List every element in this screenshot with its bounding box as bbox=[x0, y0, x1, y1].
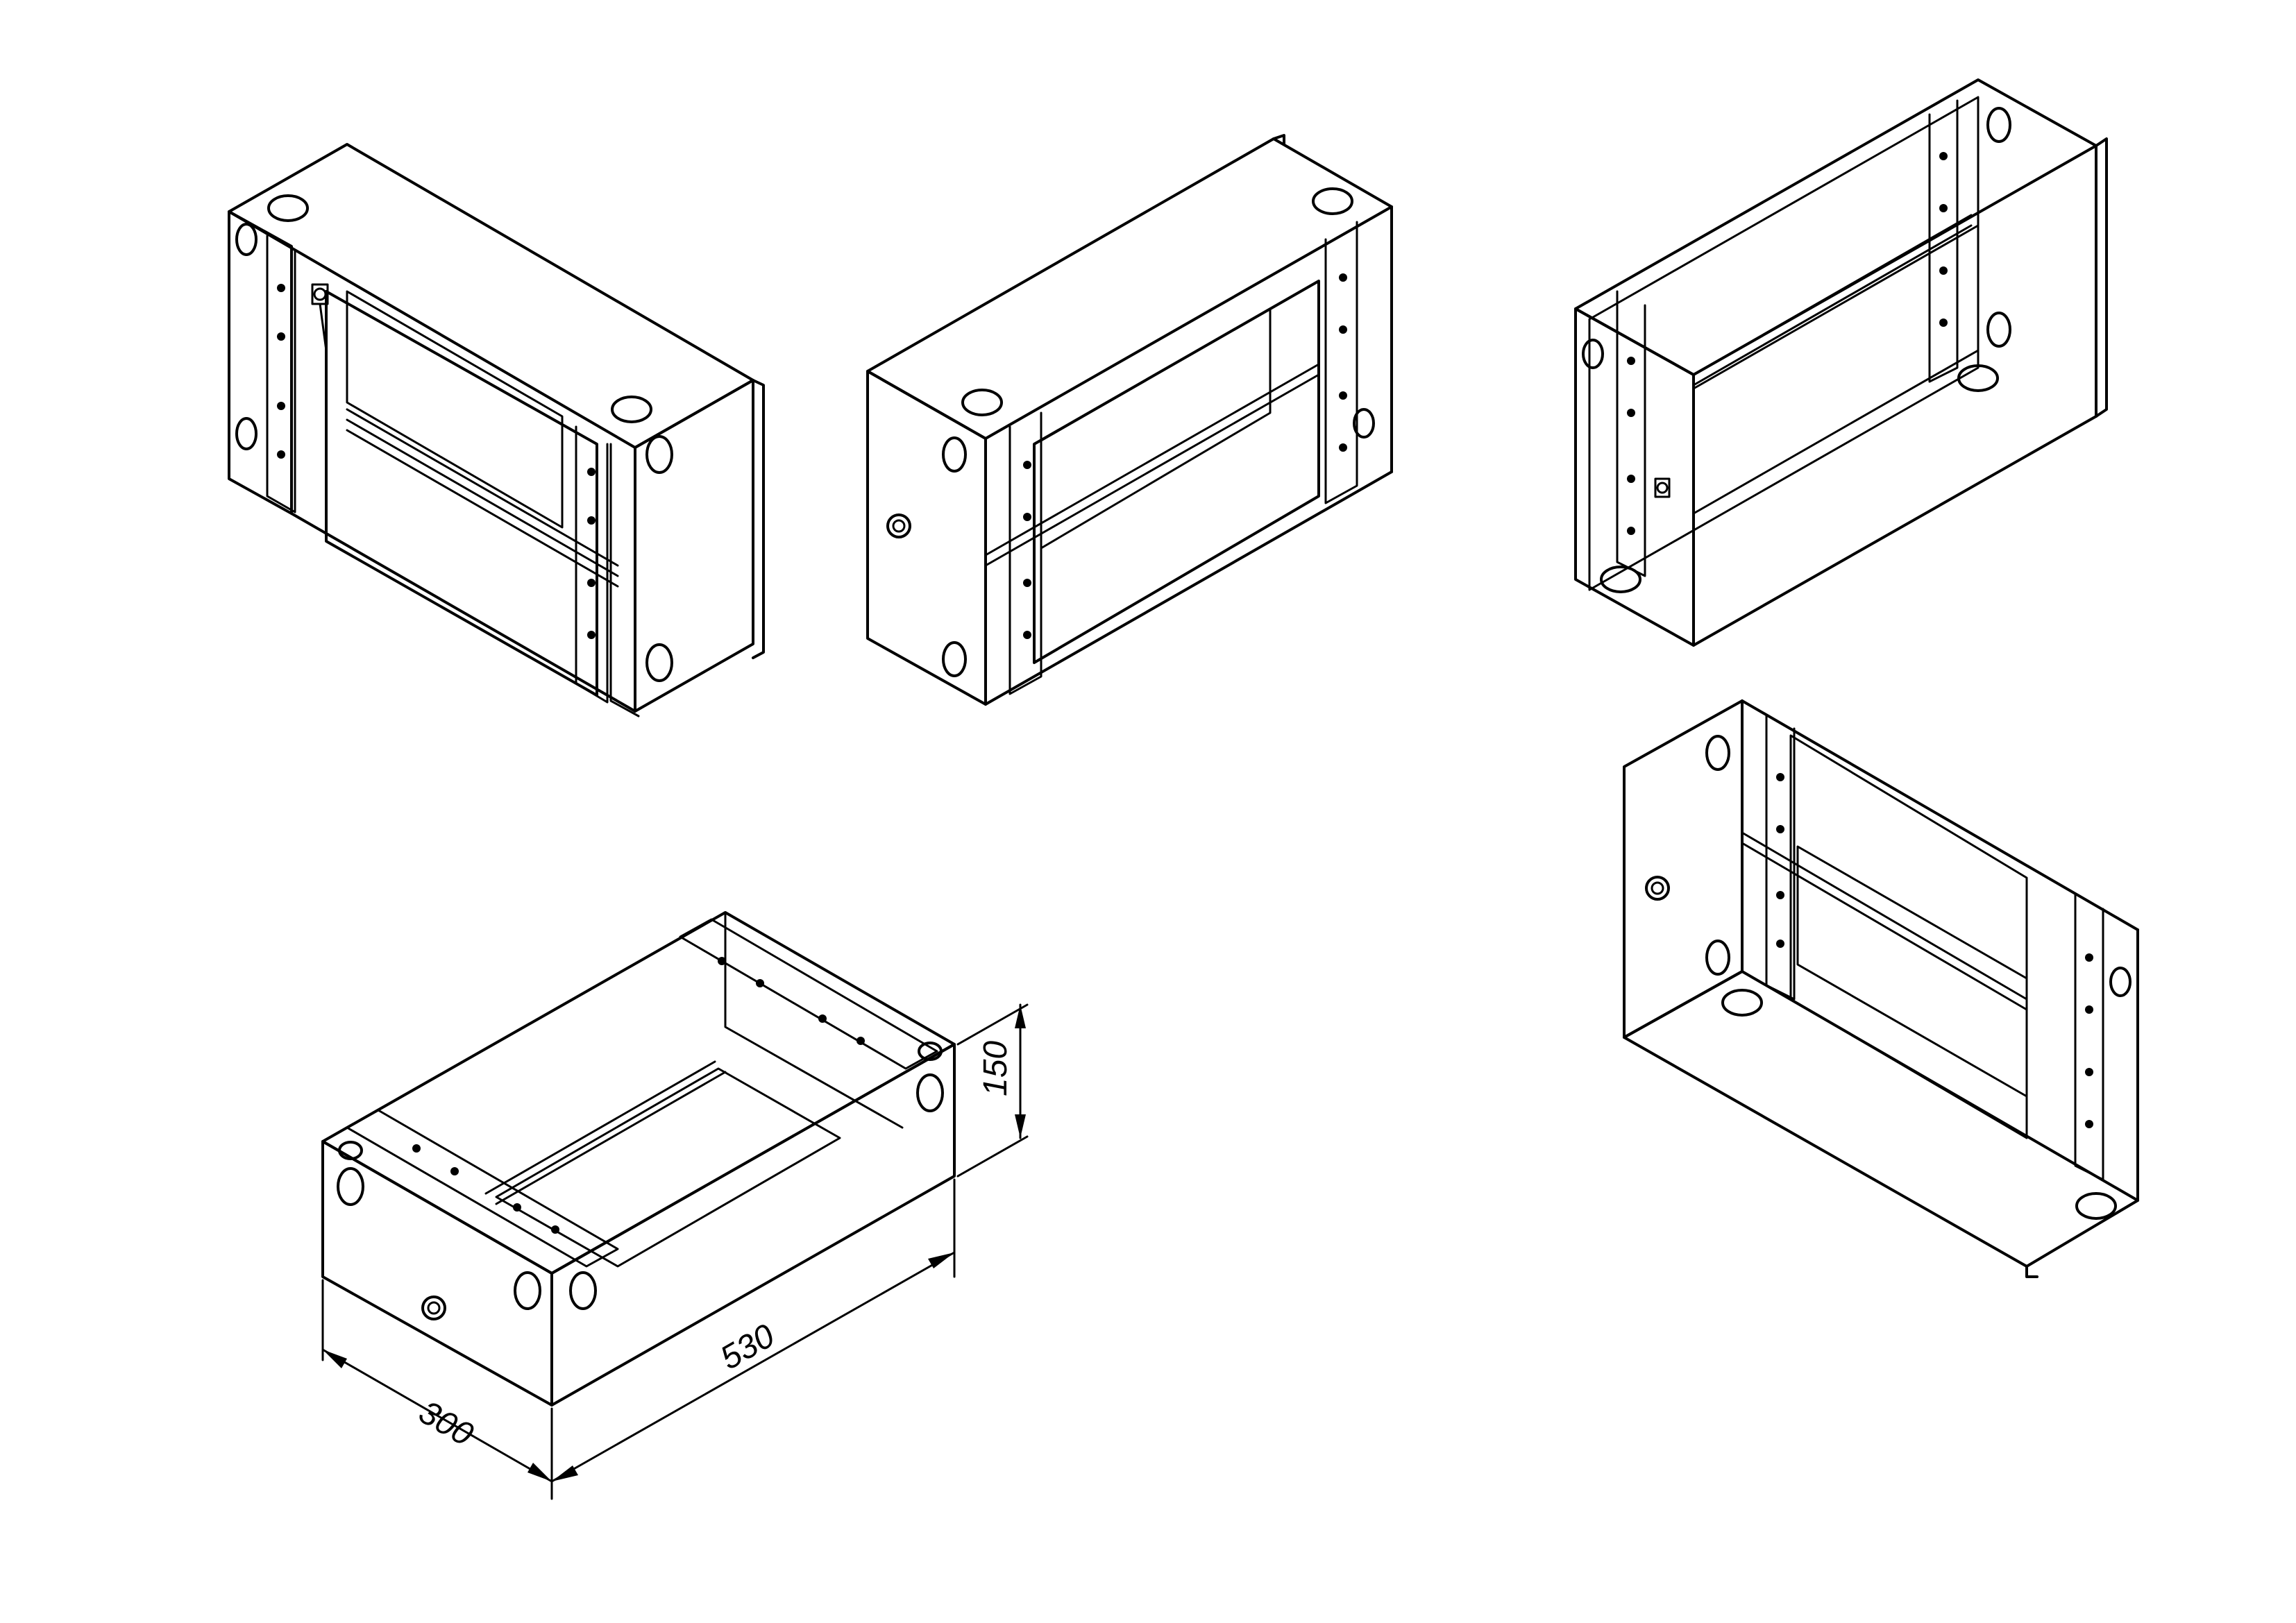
dimension-height-label: 150 bbox=[977, 1041, 1014, 1096]
dimension-width-label: 530 bbox=[714, 1317, 781, 1377]
view-front-right bbox=[866, 134, 1393, 706]
view-dimensioned: 300 530 150 bbox=[321, 911, 1029, 1500]
dimension-width: 530 bbox=[550, 1178, 956, 1483]
view-bottom-right bbox=[1623, 699, 2139, 1278]
view-back-right bbox=[1574, 78, 2108, 647]
view-front-left bbox=[228, 143, 765, 717]
dimension-depth-label: 300 bbox=[413, 1394, 480, 1454]
dimension-height: 150 bbox=[956, 1003, 1029, 1178]
